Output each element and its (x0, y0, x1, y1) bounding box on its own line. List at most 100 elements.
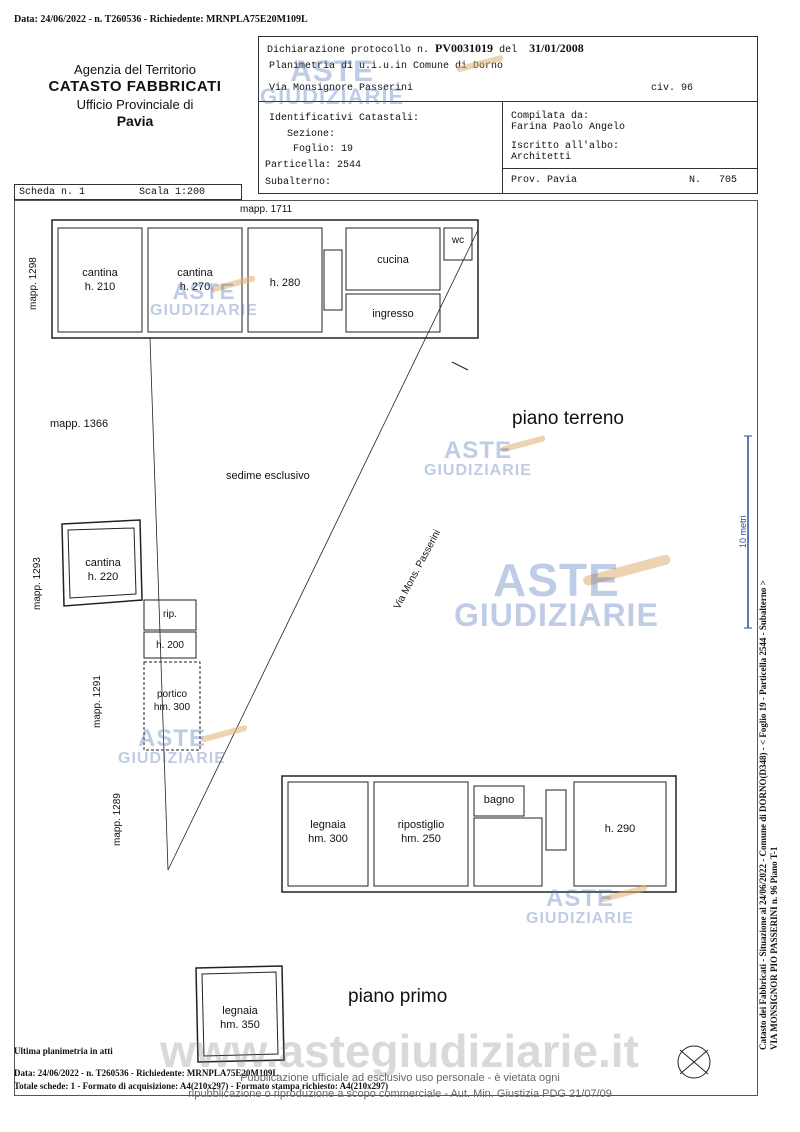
drawing-frame (14, 200, 758, 1096)
sedime-left-line (149, 337, 169, 871)
legnaia2-outline (195, 965, 285, 1063)
piano-terreno-label: piano terreno (512, 408, 624, 429)
site-watermark: www.astegiudiziarie.it (160, 1025, 639, 1077)
n-label: N. (689, 175, 702, 186)
legnaia1-name: legnaia (310, 819, 346, 831)
cantina3-label: cantina h. 220 (66, 556, 140, 585)
header-box: Dichiarazione protocollo n. PV0031019 de… (258, 36, 758, 194)
watermark-3-line2: GIUDIZIARIE (454, 597, 659, 634)
agency-block: Agenzia del Territorio CATASTO FABBRICAT… (30, 62, 240, 131)
room280-label: h. 280 (269, 277, 301, 289)
albo-value: Architetti (511, 152, 572, 163)
ripostiglio-name: ripostiglio (397, 819, 445, 831)
watermark-5-line1: ASTE (545, 885, 614, 912)
legnaia2-inner (201, 971, 279, 1057)
side-caption-line1: Catasto dei Fabbricati - Situazione al 2… (758, 580, 768, 1050)
watermark-4: ASTE GIUDIZIARIE (118, 725, 226, 767)
legnaia2-name: legnaia (222, 1005, 258, 1017)
scale-bar-label: 10 metri (738, 515, 748, 548)
protocol-date: 31/01/2008 (529, 41, 584, 55)
hammer-decor-3 (583, 554, 671, 586)
protocol-line: Dichiarazione protocollo n. PV0031019 de… (267, 41, 584, 56)
bagno-room (473, 785, 525, 817)
cantina1-room (57, 227, 143, 333)
mapp-1291-label: mapp. 1291 (92, 675, 103, 728)
watermark-1: ASTE GIUDIZIARIE (150, 281, 258, 319)
watermark-1-line2: GIUDIZIARIE (150, 301, 258, 319)
cantina1-name: cantina (82, 267, 118, 279)
n-value: 705 (719, 175, 738, 186)
cantina2-label: cantina h. 270 (148, 266, 242, 295)
sedime-label: sedime esclusivo (226, 470, 310, 482)
wc-room (443, 227, 473, 261)
h200-label: h. 200 (156, 640, 184, 651)
watermark-2-line2: GIUDIZIARIE (424, 461, 532, 479)
subalterno-field: Subalterno: (265, 177, 332, 188)
mapp-1289-label: mapp. 1289 (112, 793, 123, 846)
cucina-label: cucina (377, 254, 409, 266)
cantina2-height: h. 270 (179, 281, 211, 294)
room-290 (573, 781, 667, 887)
notice-line2: ripubblicazione o riproduzione a scopo c… (188, 1088, 612, 1100)
side-caption: Catasto dei Fabbricati - Situazione al 2… (758, 580, 781, 1050)
cantina1-height: h. 210 (84, 281, 116, 294)
ripostiglio-label: ripostiglio hm. 250 (374, 818, 468, 847)
header-top-section (259, 37, 757, 102)
footer-totale-line: Totale schede: 1 - Formato di acquisizio… (14, 1081, 389, 1091)
sedime-right-line (167, 229, 479, 871)
cantina2-name: cantina (177, 267, 213, 279)
stair-first (545, 789, 567, 851)
agency-name: Agenzia del Territorio (74, 62, 196, 77)
office-label: Ufficio Provinciale di (76, 97, 194, 112)
watermark-header-line1: ASTE (290, 55, 375, 88)
office-city: Pavia (116, 113, 154, 130)
rip-room (143, 599, 197, 631)
cantina3-name: cantina (85, 557, 121, 569)
mapp-1293-label: mapp. 1293 (32, 557, 43, 610)
legnaia1-height: hm. 300 (308, 833, 348, 846)
disimpegno-room (473, 817, 543, 887)
foglio-field: Foglio: 19 (293, 144, 354, 155)
mapp-1298-label: mapp. 1298 (28, 257, 39, 310)
watermark-5-line2: GIUDIZIARIE (526, 909, 634, 927)
catasto-title: CATASTO FABBRICATI (48, 78, 222, 96)
portico-room (143, 661, 201, 751)
sezione-field: Sezione: (287, 129, 336, 140)
stair-ground (323, 249, 343, 311)
bagno-label: bagno (483, 794, 515, 806)
cantina3-inner (67, 527, 137, 599)
wc-label: wc (451, 235, 465, 246)
legnaia1-label: legnaia hm. 300 (288, 818, 368, 847)
protocol-del: del (499, 45, 518, 56)
legnaia1-room (287, 781, 369, 887)
first-building-outline (281, 775, 677, 893)
header-row-line (502, 168, 758, 169)
portico-name: portico (156, 689, 187, 700)
hammer-decor-6 (456, 55, 504, 73)
request-line: Data: 24/06/2022 - n. T260536 - Richiede… (14, 14, 308, 25)
watermark-5: ASTE GIUDIZIARIE (526, 885, 634, 927)
north-arrow-line2 (679, 1049, 709, 1075)
watermark-4-line2: GIUDIZIARIE (118, 749, 226, 767)
ident-title: Identificativi Catastali: (269, 113, 420, 124)
mapp-1366-label: mapp. 1366 (50, 418, 109, 430)
notice-line1: Pubblicazione ufficiale ad esclusivo uso… (240, 1072, 560, 1084)
watermark-header: ASTE GIUDIZIARIE (260, 55, 404, 107)
north-arrow (677, 1045, 711, 1079)
cantina3-height: h. 220 (87, 571, 119, 584)
wall-tick-1 (451, 361, 469, 371)
planimetria-line: Planimetria di u.i.u.in Comune di Dorno (269, 61, 504, 72)
mapp-1711-label: mapp. 1711 (240, 204, 293, 215)
watermark-3-line1: ASTE (493, 554, 620, 606)
portico-label: portico hm. 300 (144, 688, 200, 714)
rip-label: rip. (163, 609, 177, 620)
scheda-box: Scheda n. 1 Scala 1:200 (14, 184, 242, 200)
portico-height: hm. 300 (153, 702, 191, 713)
footer-data-line: Data: 24/06/2022 - n. T260536 - Richiede… (14, 1068, 279, 1078)
watermark-4-line1: ASTE (137, 725, 206, 752)
cantina3-outline (61, 519, 143, 607)
scale-value: Scala 1:200 (139, 187, 206, 198)
watermark-3: ASTE GIUDIZIARIE (454, 554, 659, 634)
ingresso-label: ingresso (372, 308, 414, 320)
